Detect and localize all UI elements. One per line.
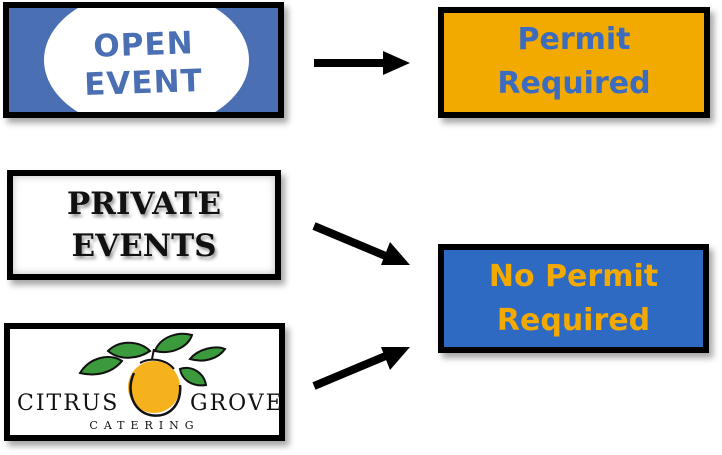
private-events-box: PRIVATE EVENTS [7,170,281,280]
leaf-icon [106,341,152,359]
no-permit-required-box: No Permit Required [438,244,709,353]
leaf-icon [188,346,227,362]
citrus-grove-logo-box: CITRUS GROVE CATERING [4,323,285,441]
arrow-citrus-to-no-permit [312,347,410,390]
no-permit-required-line2: Required [496,303,651,338]
logo-text-grove: GROVE [190,391,284,416]
leaf-icon [78,356,124,376]
permit-required-line1: Permit [517,22,631,57]
arrow-open-to-permit [314,51,410,75]
open-event-oval [44,8,249,112]
citrus-grove-logo [78,332,227,417]
arrow-private-to-no-permit [312,222,410,265]
logo-text-catering: CATERING [89,419,200,432]
orange-icon [128,361,180,413]
private-events-line1: PRIVATE [66,186,222,222]
permit-required-line2: Required [497,66,651,101]
open-event-box: OPEN EVENT [3,2,284,118]
permit-required-box: Permit Required [438,7,710,118]
logo-text-citrus: CITRUS [17,391,120,416]
leaf-icon [178,367,208,387]
private-events-line2: EVENTS [71,228,217,264]
leaf-icon [153,332,194,353]
no-permit-required-line1: No Permit [488,259,659,294]
